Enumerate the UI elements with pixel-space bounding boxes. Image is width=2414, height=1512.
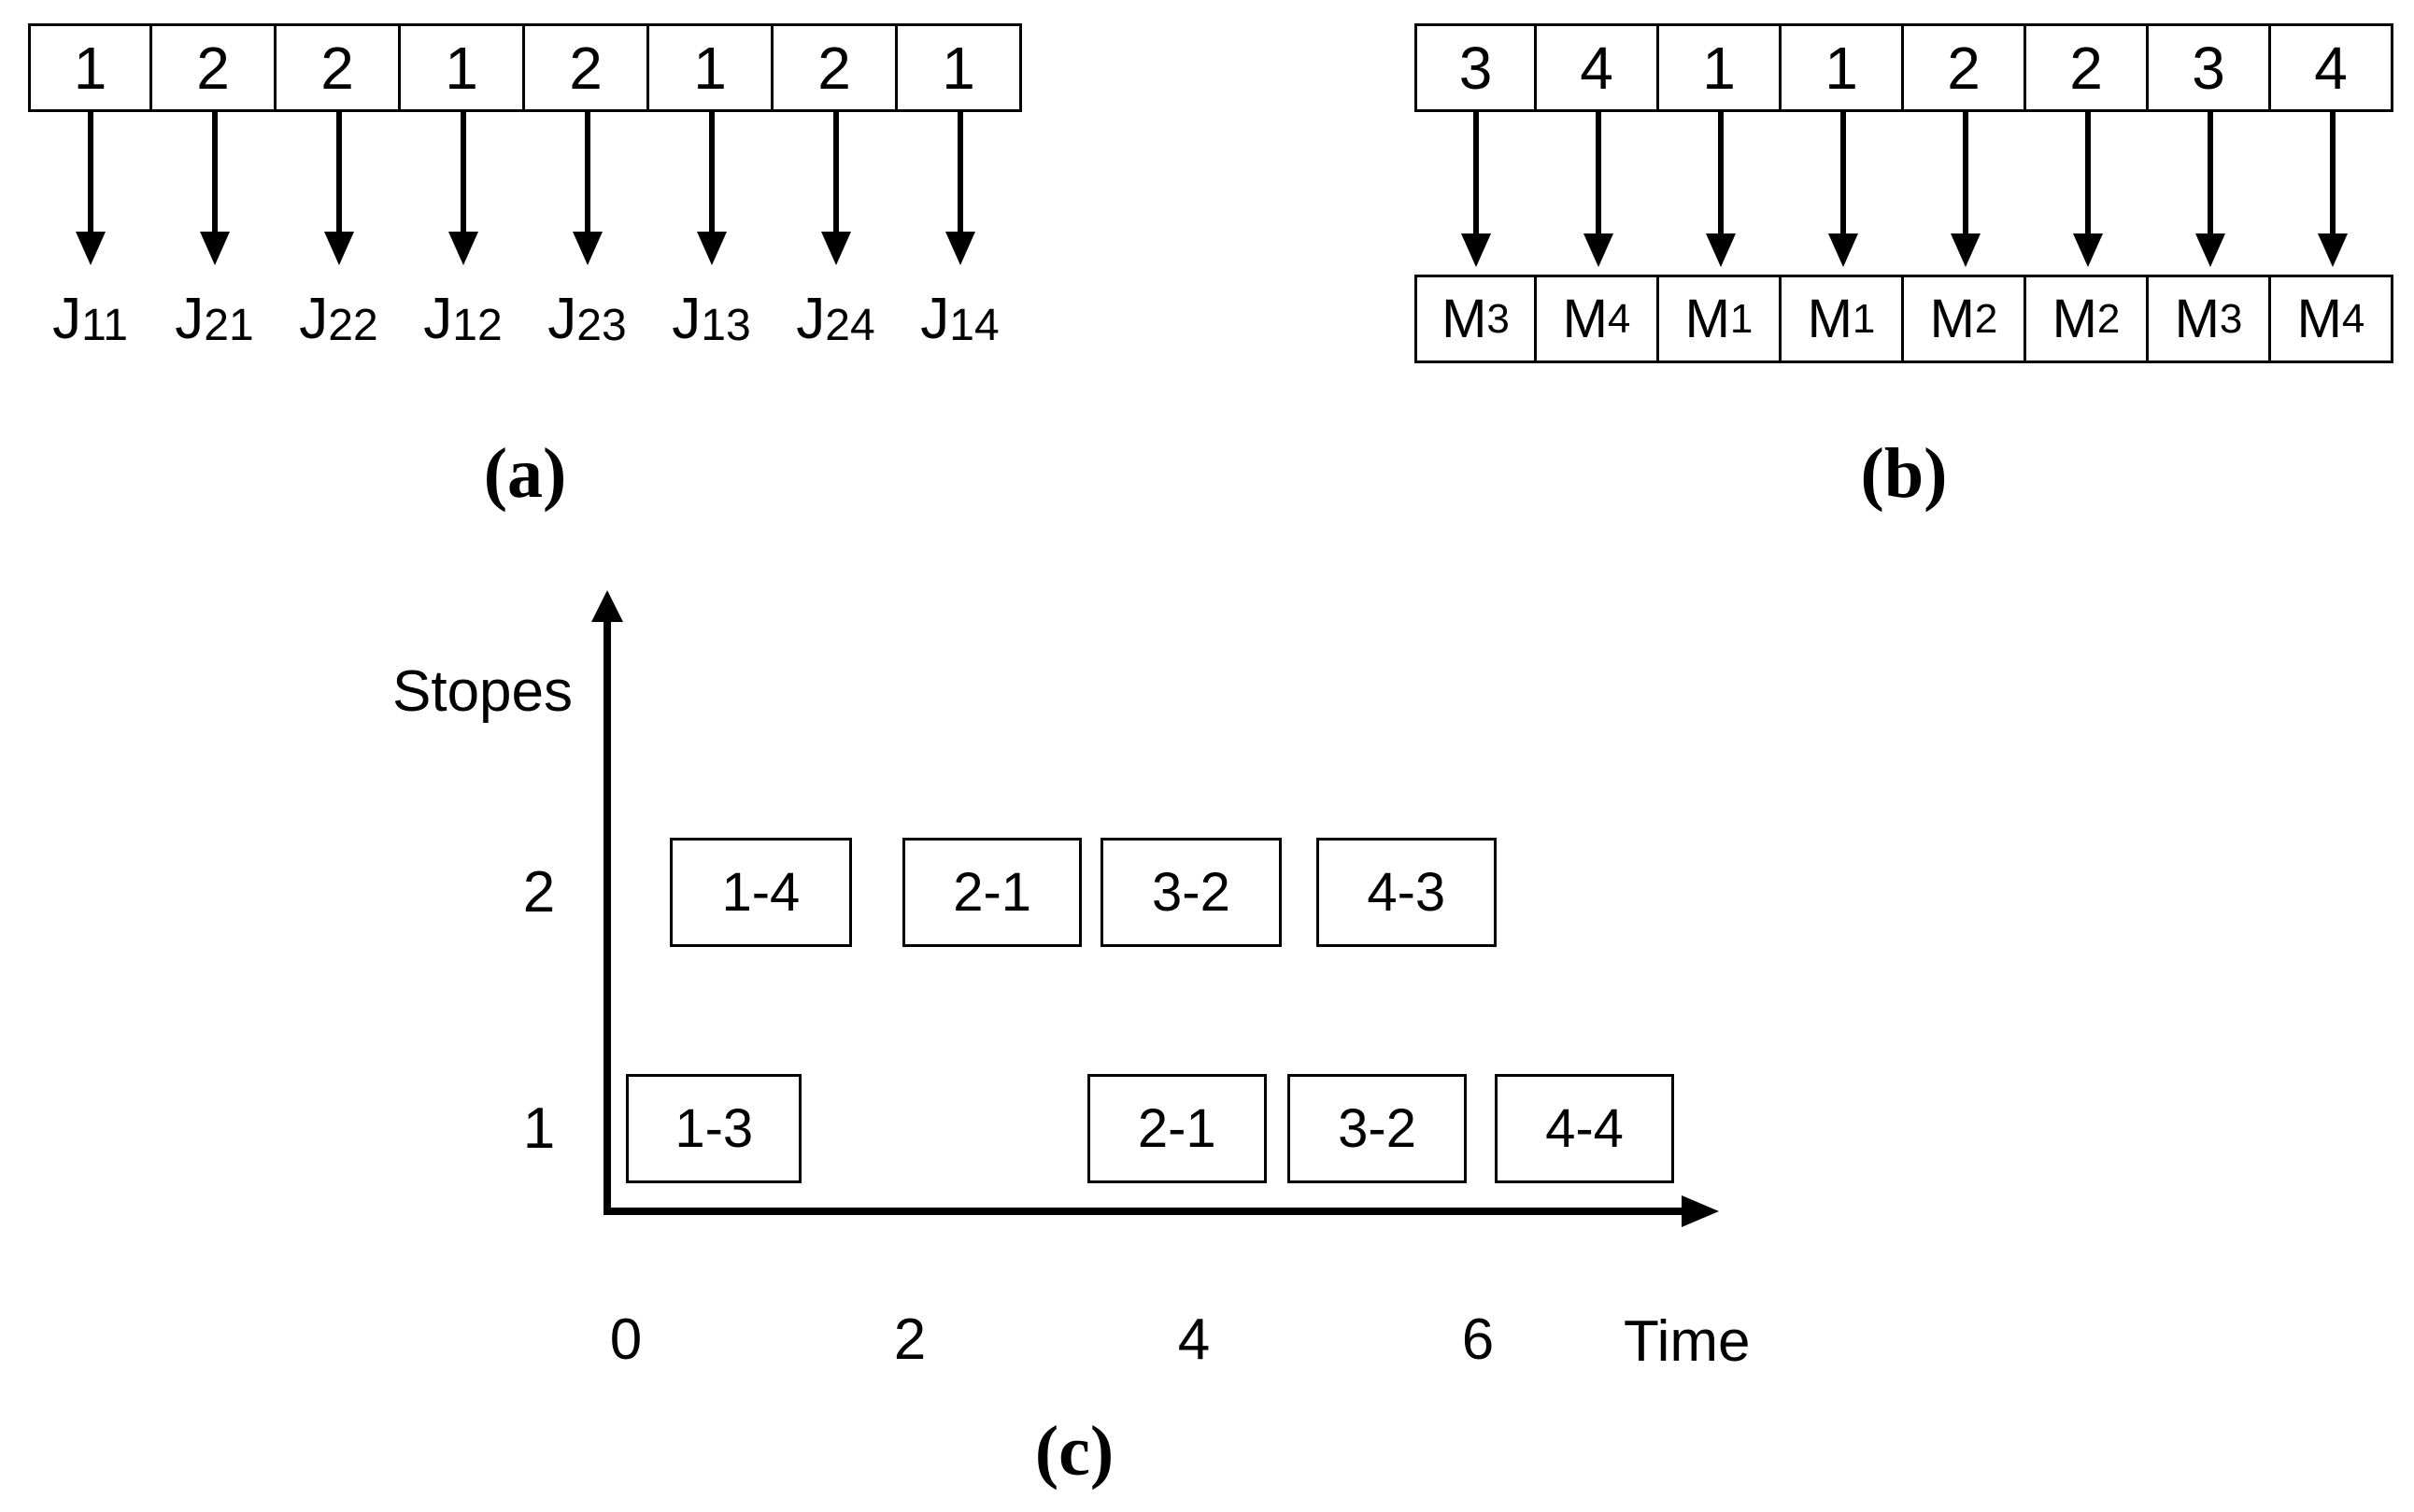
job-operation-label: J23 — [547, 287, 627, 351]
down-arrow-icon — [75, 112, 106, 265]
encoding-slot: 1 J14 — [898, 23, 1022, 356]
x-axis-tick-label: 0 — [609, 1307, 643, 1372]
y-axis — [604, 620, 611, 1215]
down-arrow-icon — [2194, 112, 2225, 267]
gene-cell: 4 — [2271, 23, 2393, 112]
job-operation-label: J13 — [672, 287, 751, 351]
gene-cell: 2 — [277, 23, 401, 112]
down-arrow-icon — [572, 112, 603, 265]
job-operation-label: J24 — [796, 287, 875, 351]
encoding-slot: 2 J21 — [152, 23, 277, 356]
panel-a-columns: 1 J11 2 J21 2 J22 1 J12 2 — [28, 23, 1022, 356]
x-axis-tick-label: 6 — [1461, 1307, 1495, 1372]
gene-cell: 1 — [898, 23, 1022, 112]
gene-cell: 1 — [1782, 23, 1904, 112]
gantt-bar: 4-3 — [1315, 838, 1497, 947]
down-arrow-icon — [1827, 112, 1858, 267]
x-axis — [604, 1208, 1683, 1215]
gantt-bar: 3-2 — [1287, 1074, 1467, 1183]
down-arrow-icon — [1460, 112, 1491, 267]
y-axis-label: Stopes — [392, 659, 574, 724]
job-operation-label: J11 — [52, 287, 128, 351]
gene-cell: 4 — [1537, 23, 1659, 112]
gene-cell: 2 — [2026, 23, 2149, 112]
panel-c-caption: (c) — [1034, 1412, 1115, 1491]
encoding-slot: 1 J11 — [28, 23, 152, 356]
gene-cell: 1 — [649, 23, 774, 112]
gantt-bar: 2-1 — [902, 838, 1082, 947]
y-axis-arrowhead-icon — [591, 590, 623, 622]
gene-cell: 1 — [1659, 23, 1782, 112]
encoding-slot: 2 J23 — [525, 23, 649, 356]
gene-cell: 3 — [2149, 23, 2271, 112]
x-axis-tick-label: 4 — [1177, 1307, 1211, 1372]
down-arrow-icon — [1583, 112, 1613, 267]
down-arrow-icon — [820, 112, 851, 265]
down-arrow-icon — [199, 112, 230, 265]
down-arrow-icon — [447, 112, 478, 265]
gene-cell: 2 — [774, 23, 898, 112]
gene-cell: 2 — [525, 23, 649, 112]
gantt-bar: 1-3 — [626, 1074, 802, 1183]
gene-cell: 2 — [152, 23, 277, 112]
encoding-slot: 2 J22 — [277, 23, 401, 356]
gantt-bar: 3-2 — [1100, 838, 1283, 947]
gantt-bar: 4-4 — [1495, 1074, 1674, 1183]
panel-a: 1 J11 2 J21 2 J22 1 J12 2 — [28, 23, 1022, 356]
gantt-bar: 2-1 — [1087, 1074, 1267, 1183]
encoding-slot: 2 J24 — [774, 23, 898, 356]
down-arrow-icon — [1950, 112, 1981, 267]
x-axis-tick-label: 2 — [893, 1307, 927, 1372]
encoding-slot: 1 J13 — [649, 23, 774, 356]
down-arrow-icon — [944, 112, 975, 265]
job-operation-label: J12 — [423, 287, 503, 351]
panel-b-caption: (b) — [1860, 434, 1948, 513]
job-operation-label: J21 — [175, 287, 254, 351]
job-operation-label: J14 — [920, 287, 1000, 351]
panel-a-caption: (a) — [483, 434, 567, 513]
gene-cell: 3 — [1414, 23, 1537, 112]
gantt-bar: 1-4 — [670, 838, 852, 947]
down-arrow-icon — [323, 112, 354, 265]
x-axis-arrowhead-icon — [1682, 1195, 1719, 1227]
gene-cell: 1 — [401, 23, 525, 112]
x-axis-label: Time — [1624, 1309, 1751, 1374]
down-arrow-icon — [1705, 112, 1736, 267]
stope-row-label: 1 — [522, 1095, 556, 1161]
job-operation-label: J22 — [299, 287, 378, 351]
stope-row-label: 2 — [522, 859, 556, 925]
down-arrow-icon — [2317, 112, 2348, 267]
encoding-slot: 1 J12 — [401, 23, 525, 356]
gene-cell: 2 — [1904, 23, 2026, 112]
down-arrow-icon — [696, 112, 727, 265]
gene-cell: 1 — [28, 23, 152, 112]
down-arrow-icon — [2072, 112, 2103, 267]
